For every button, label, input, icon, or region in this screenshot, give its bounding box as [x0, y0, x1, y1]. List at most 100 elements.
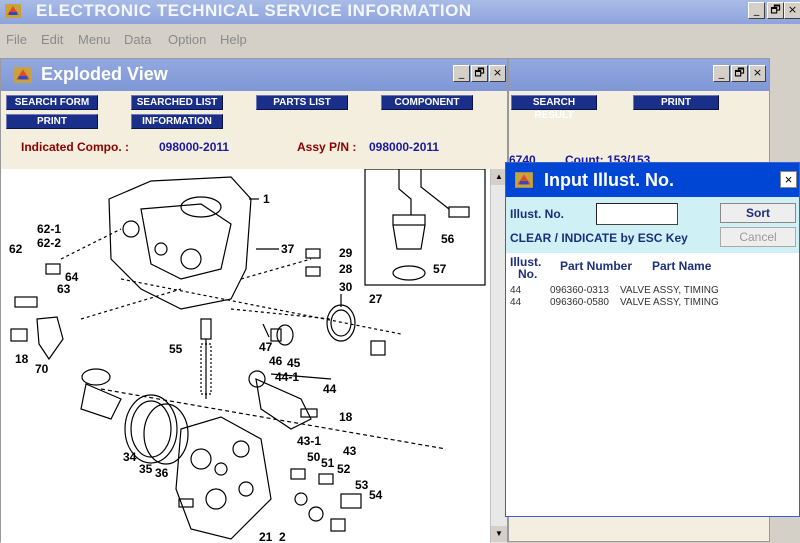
information-button[interactable]: INFORMATION	[131, 114, 223, 129]
input-illust-dialog: Input Illust. No. × Illust. No. Sort Can…	[505, 162, 800, 517]
parts-grid-rows: 44 096360-0313 VALVE ASSY, TIMING 44 096…	[506, 285, 799, 309]
callout-label: 52	[337, 462, 351, 476]
callout-label: 62	[9, 242, 23, 256]
callout-label: 30	[339, 280, 353, 294]
table-row[interactable]: 44 096360-0313 VALVE ASSY, TIMING	[506, 285, 799, 297]
scroll-up-icon[interactable]: ▲	[491, 169, 507, 185]
dialog-form: Illust. No. Sort Cancel CLEAR / INDICATE…	[506, 197, 799, 253]
searched-list-button[interactable]: SEARCHED LIST	[131, 95, 223, 110]
callout-label: 51	[321, 456, 335, 470]
exploded-view-title-bar: Exploded View _ 🗗 ×	[1, 59, 507, 91]
row-illust: 44	[510, 285, 522, 296]
col-illust: Illust.	[510, 255, 542, 269]
dialog-title: Input Illust. No.	[544, 170, 674, 190]
exploded-drawing[interactable]: 1 62-1 62-2 62 37 29 28 64 63 30 56 57 2…	[1, 169, 491, 543]
dialog-logo-icon	[515, 172, 533, 188]
callout-label: 46	[269, 354, 283, 368]
cancel-button[interactable]: Cancel	[720, 227, 796, 247]
app-close-button[interactable]: ×	[784, 2, 800, 19]
callout-label: 18	[339, 410, 353, 424]
scroll-down-icon[interactable]: ▼	[491, 526, 507, 542]
assy-pn-value: 098000-2011	[369, 140, 440, 154]
app-minimize-button[interactable]: _	[748, 2, 765, 19]
menu-edit[interactable]: Edit	[41, 32, 64, 47]
search-result-title-bar: _ 🗗 ×	[509, 59, 769, 91]
callout-label: 45	[287, 356, 301, 370]
ev-restore-button[interactable]: 🗗	[471, 65, 488, 82]
col-illust-no: No.	[518, 267, 538, 281]
app-title-bar: ELECTRONIC TECHNICAL SERVICE INFORMATION…	[0, 0, 800, 24]
callout-label: 18	[15, 352, 29, 366]
callout-label: 64	[65, 270, 79, 284]
row-illust: 44	[510, 297, 522, 308]
callout-label: 43-1	[297, 434, 321, 448]
callout-label: 43	[343, 444, 357, 458]
callout-label: 2	[279, 530, 286, 543]
row-part-name: VALVE ASSY, TIMING	[620, 285, 719, 296]
app-restore-button[interactable]: 🗗	[767, 2, 784, 19]
app-title: ELECTRONIC TECHNICAL SERVICE INFORMATION	[36, 1, 472, 20]
row-part-number: 096360-0580	[550, 297, 609, 308]
callout-label: 62-2	[37, 236, 61, 250]
search-result-button[interactable]: SEARCH RESULT	[511, 95, 597, 121]
callout-label: 55	[169, 342, 183, 356]
callout-label: 54	[369, 488, 383, 502]
callout-label: 47	[259, 340, 273, 354]
callout-label: 28	[339, 262, 353, 276]
menu-data[interactable]: Data	[124, 32, 152, 47]
callout-label: 50	[307, 450, 321, 464]
search-form-button[interactable]: SEARCH FORM	[6, 95, 98, 110]
exploded-view-title: Exploded View	[41, 64, 168, 84]
ev-minimize-button[interactable]: _	[453, 65, 470, 82]
callout-label: 1	[263, 192, 270, 206]
callout-label: 57	[433, 262, 447, 276]
parts-grid-header: Illust. No. Part Number Part Name	[506, 253, 799, 285]
callout-label: 63	[57, 282, 71, 296]
menu-file[interactable]: File	[6, 32, 27, 47]
menu-menu[interactable]: Menu	[78, 32, 111, 47]
illust-no-label: Illust. No.	[510, 207, 564, 221]
callout-label: 37	[281, 242, 295, 256]
dialog-close-button[interactable]: ×	[780, 171, 797, 188]
exploded-drawing-svg: 1 62-1 62-2 62 37 29 28 64 63 30 56 57 2…	[9, 169, 486, 543]
print-button[interactable]: PRINT	[6, 114, 98, 129]
sort-button[interactable]: Sort	[720, 203, 796, 223]
esc-hint: CLEAR / INDICATE by ESC Key	[510, 231, 688, 245]
col-part-number: Part Number	[560, 259, 633, 273]
assy-pn-label: Assy P/N :	[297, 140, 357, 154]
app-logo-icon	[5, 4, 21, 18]
callout-label: 29	[339, 246, 353, 260]
callout-label: 35	[139, 462, 153, 476]
indicated-compo-label: Indicated Compo. :	[21, 140, 129, 154]
callout-label: 36	[155, 466, 169, 480]
drawing-vertical-scrollbar[interactable]: ▲ ▼	[490, 169, 507, 543]
callout-label: 34	[123, 450, 137, 464]
illust-no-input[interactable]	[596, 203, 678, 225]
callout-label: 70	[35, 362, 49, 376]
row-part-name: VALVE ASSY, TIMING	[620, 297, 719, 308]
callout-label: 27	[369, 292, 383, 306]
sr-print-button[interactable]: PRINT	[633, 95, 719, 110]
row-part-number: 096360-0313	[550, 285, 609, 296]
table-row[interactable]: 44 096360-0580 VALVE ASSY, TIMING	[506, 297, 799, 309]
col-part-name: Part Name	[652, 259, 712, 273]
menu-help[interactable]: Help	[220, 32, 247, 47]
sr-restore-button[interactable]: 🗗	[731, 65, 748, 82]
indicated-compo-value: 098000-2011	[159, 140, 230, 154]
exploded-view-window: Exploded View _ 🗗 × SEARCH FORM SEARCHED…	[0, 58, 508, 543]
exploded-view-logo-icon	[14, 67, 32, 83]
callout-label: 44-1	[275, 370, 299, 384]
component-button[interactable]: COMPONENT	[381, 95, 473, 110]
menu-option[interactable]: Option	[168, 32, 207, 47]
callout-label: 62-1	[37, 222, 61, 236]
sr-minimize-button[interactable]: _	[713, 65, 730, 82]
dialog-title-bar: Input Illust. No. ×	[506, 163, 799, 197]
callout-label: 44	[323, 382, 337, 396]
callout-label: 53	[355, 478, 369, 492]
parts-list-button[interactable]: PARTS LIST	[256, 95, 348, 110]
sr-close-button[interactable]: ×	[749, 65, 766, 82]
callout-label: 56	[441, 232, 455, 246]
ev-close-button[interactable]: ×	[489, 65, 506, 82]
menu-bar: File Edit Menu Data Option Help	[0, 28, 800, 50]
callout-label: 21	[259, 530, 273, 543]
